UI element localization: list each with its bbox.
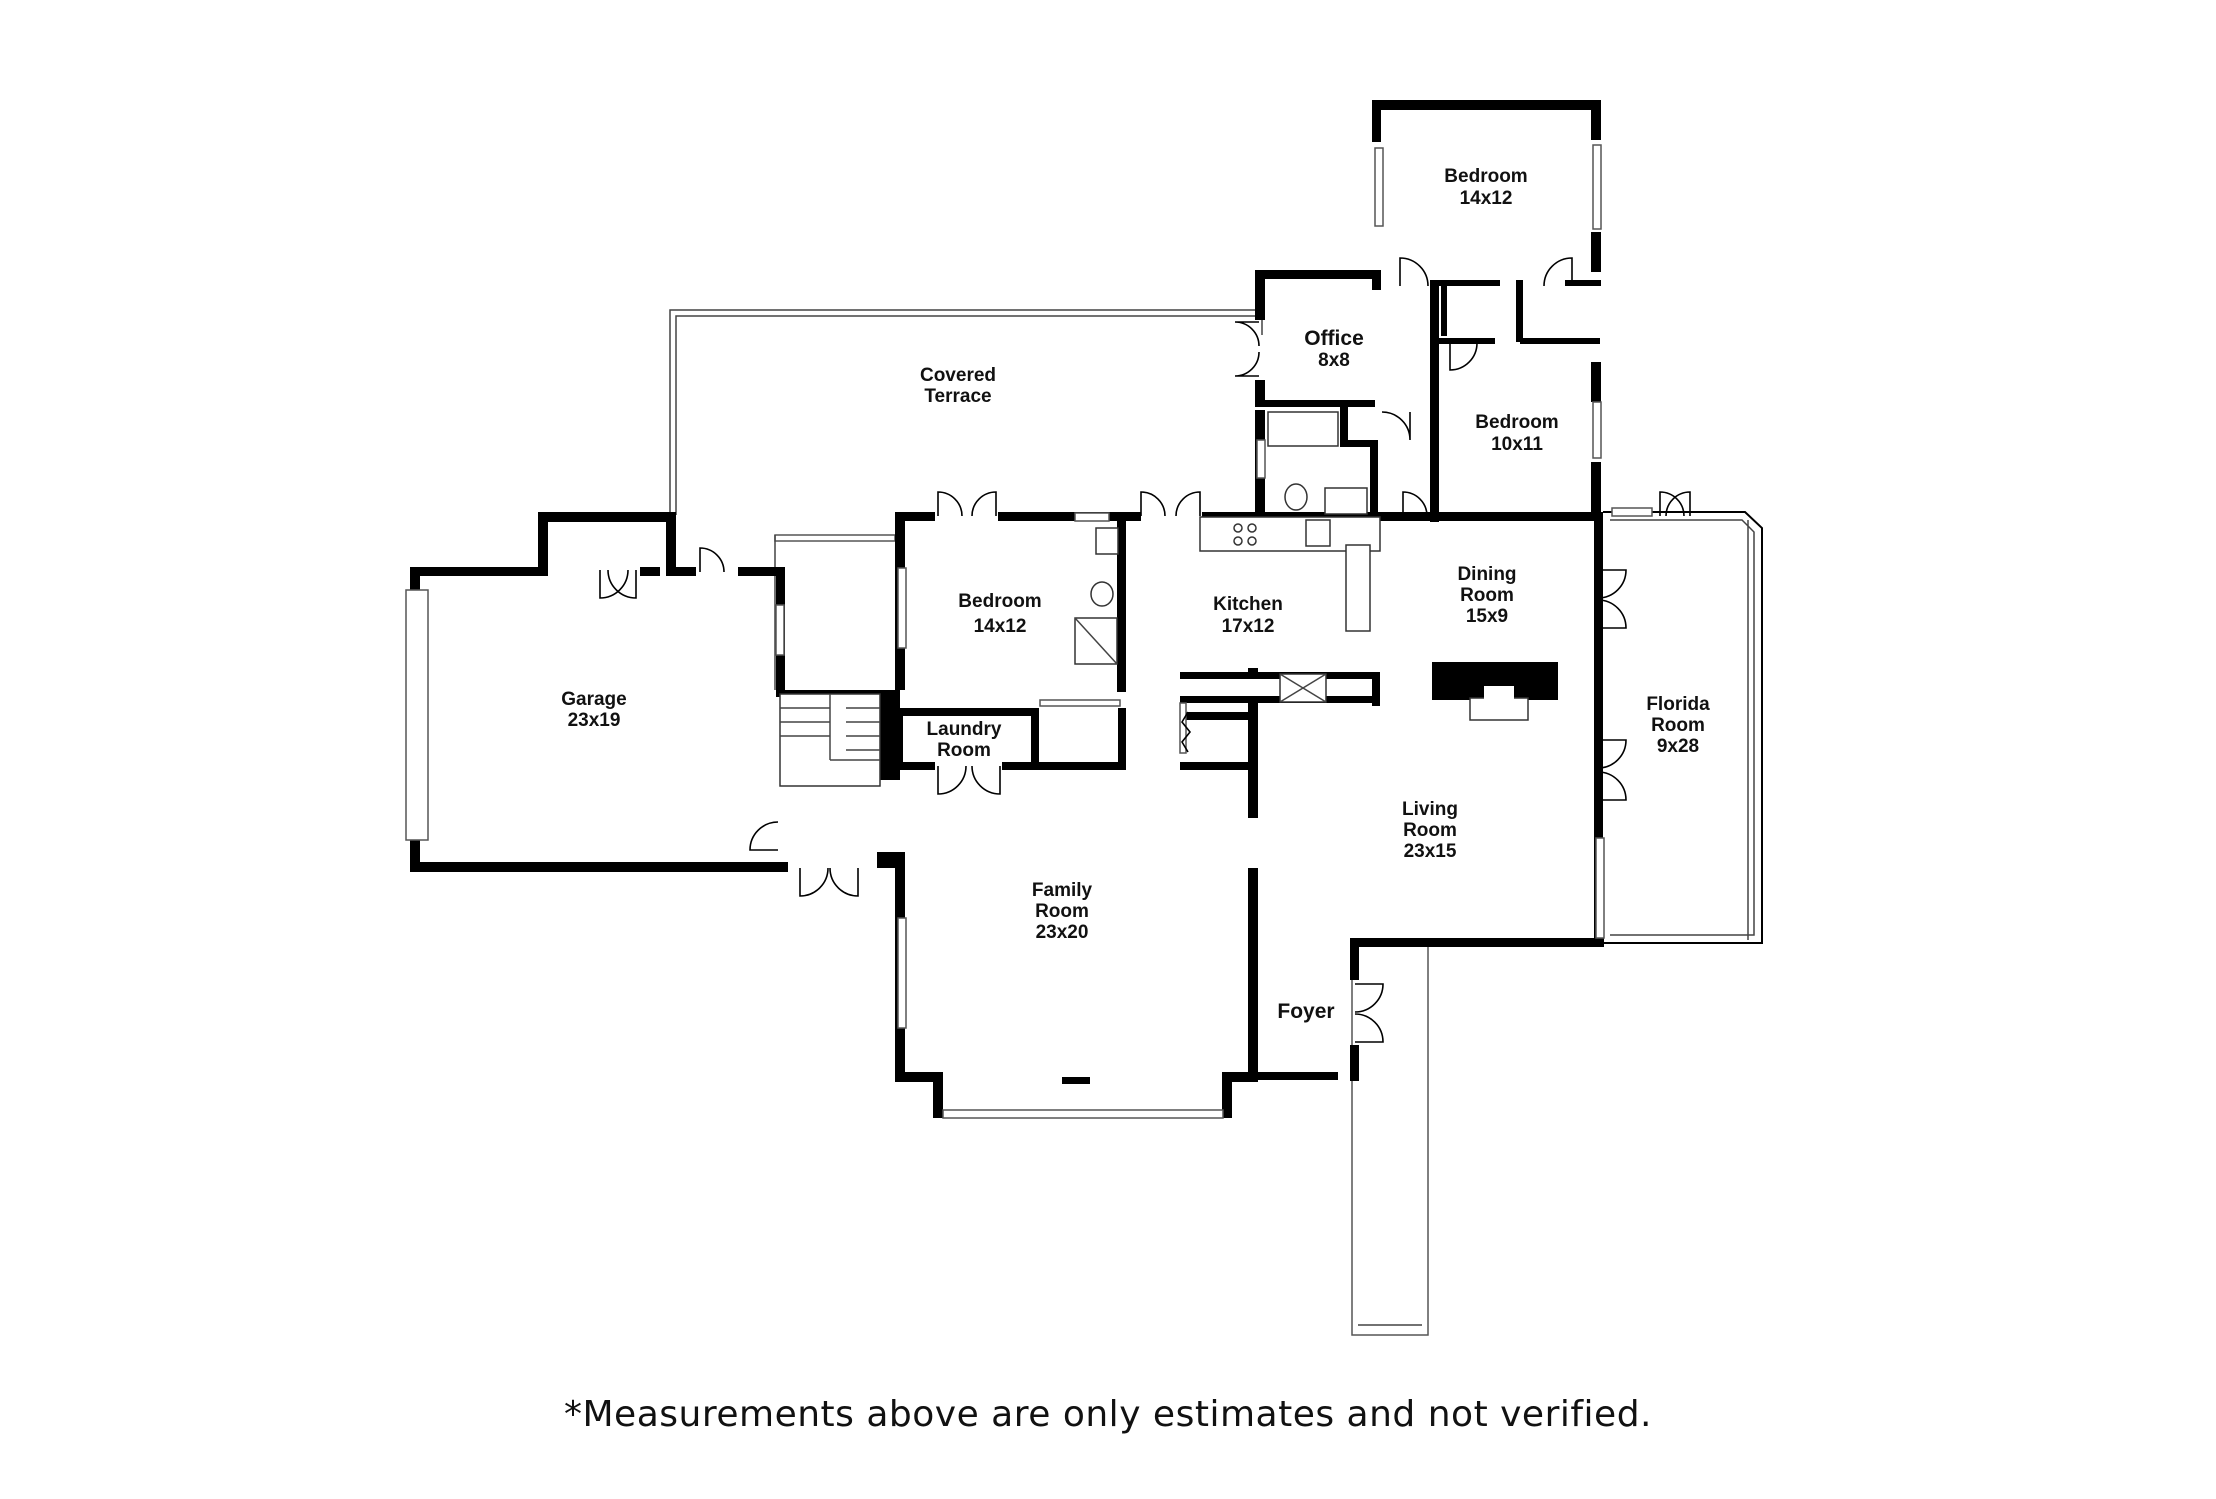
dining-line2: Room <box>1460 585 1514 606</box>
fireplace <box>1469 686 1529 721</box>
bedroom-mid-name: Bedroom <box>958 591 1041 612</box>
family-line1: Family <box>1032 880 1093 901</box>
florida-line1: Florida <box>1646 694 1710 715</box>
dining-line1: Dining <box>1457 564 1516 585</box>
bedroom-top-size: 14x12 <box>1460 188 1513 209</box>
windows <box>405 144 1653 1119</box>
staircase <box>779 693 881 787</box>
office-name: Office <box>1304 327 1364 350</box>
laundry-line1: Laundry <box>927 719 1002 740</box>
terrace-outline <box>669 309 1263 515</box>
garage-name: Garage <box>561 689 626 710</box>
covered-terrace-line2: Terrace <box>924 386 991 407</box>
living-line2: Room <box>1403 820 1457 841</box>
bedroom-mid-size: 14x12 <box>974 616 1027 637</box>
side-walk-left <box>774 534 896 690</box>
family-size: 23x20 <box>1036 922 1089 943</box>
covered-terrace-line1: Covered <box>920 365 996 386</box>
front-walkway <box>1351 944 1429 1336</box>
bath-fixtures <box>1074 411 1368 665</box>
dining-size: 15x9 <box>1466 606 1508 627</box>
room-labels: Bedroom 14x12 Office 8x8 Bedroom 10x11 C… <box>561 166 1710 1023</box>
bedroom-top-name: Bedroom <box>1444 166 1527 187</box>
laundry-line2: Room <box>937 740 991 761</box>
kitchen-fixtures <box>1180 516 1381 703</box>
florida-room-outline <box>1603 511 1763 944</box>
family-line2: Room <box>1035 901 1089 922</box>
office-size: 8x8 <box>1318 350 1350 371</box>
measurement-disclaimer: *Measurements above are only estimates a… <box>564 1394 1652 1435</box>
living-size: 23x15 <box>1404 841 1457 862</box>
foyer-name: Foyer <box>1277 1000 1334 1023</box>
kitchen-size: 17x12 <box>1222 616 1275 637</box>
bedroom-right-size: 10x11 <box>1491 434 1543 455</box>
bedroom-right-name: Bedroom <box>1475 412 1558 433</box>
doors <box>599 257 1691 1043</box>
florida-line2: Room <box>1651 715 1705 736</box>
kitchen-name: Kitchen <box>1213 594 1283 615</box>
garage-size: 23x19 <box>568 710 621 731</box>
living-line1: Living <box>1402 799 1458 820</box>
florida-size: 9x28 <box>1657 736 1699 757</box>
